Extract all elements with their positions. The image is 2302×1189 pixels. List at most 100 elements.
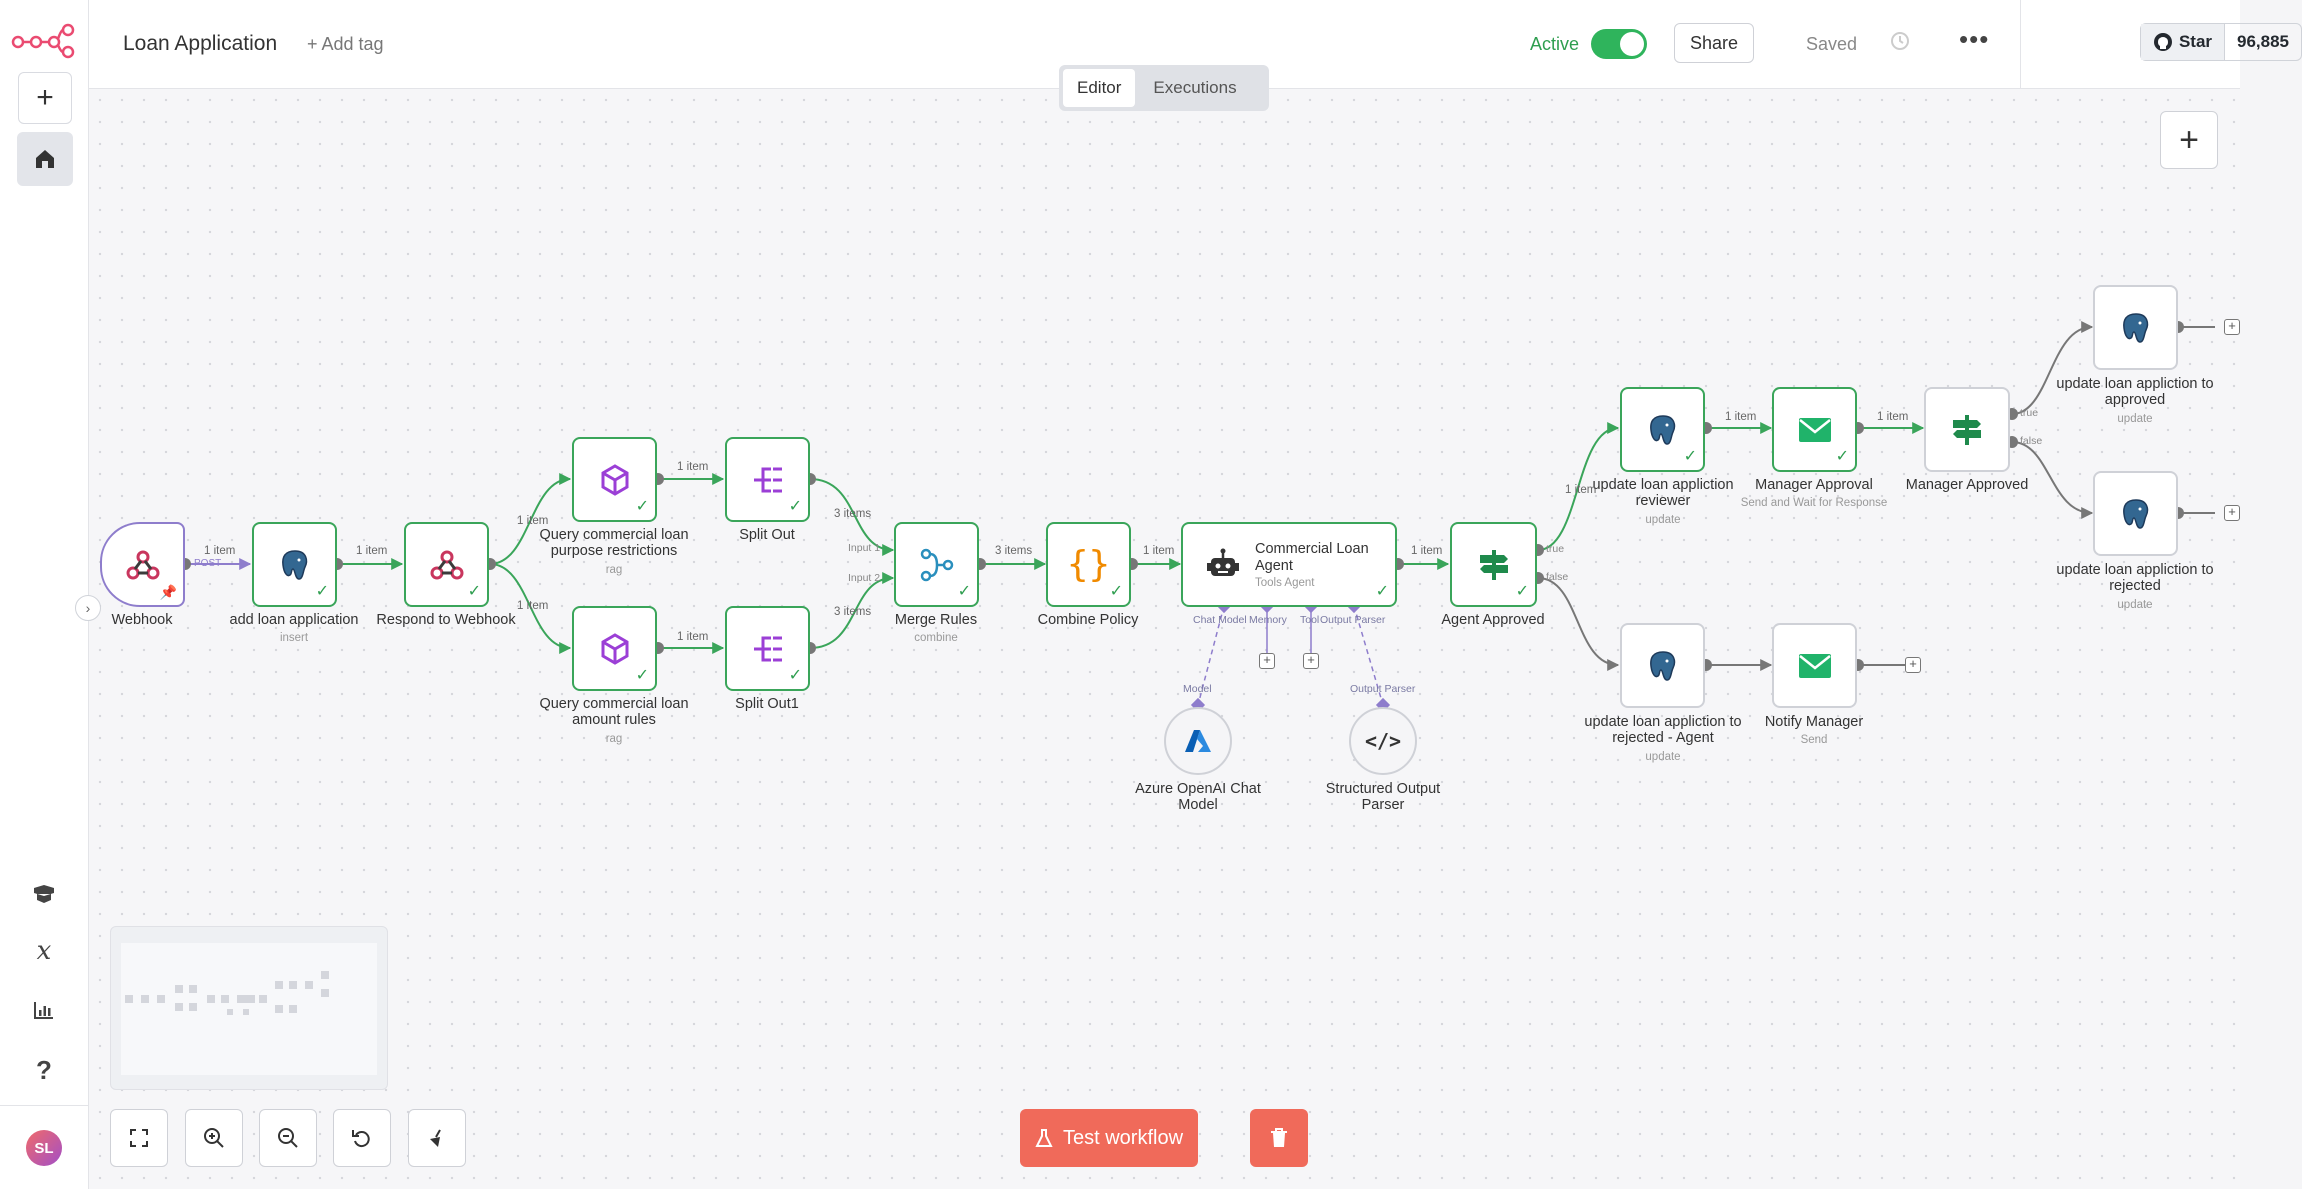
add-node-button[interactable]: + (2224, 505, 2240, 521)
code-braces-icon: {} (1066, 544, 1111, 585)
tab-editor[interactable]: Editor (1063, 69, 1136, 107)
github-star-count: 96,885 (2237, 32, 2289, 51)
node-notify-manager[interactable] (1772, 623, 1857, 708)
expand-panel-button[interactable]: › (75, 595, 101, 621)
node-webhook[interactable]: 📌 (100, 522, 185, 607)
tab-executions[interactable]: Executions (1153, 78, 1237, 97)
node-update-reviewer[interactable]: ✓ (1620, 387, 1705, 472)
node-structured-output-parser[interactable]: </> (1349, 707, 1417, 775)
node-combine-policy[interactable]: {} ✓ (1046, 522, 1131, 607)
avatar[interactable]: SL (26, 1130, 62, 1166)
reset-zoom-button[interactable] (333, 1109, 391, 1167)
mail-icon (1798, 417, 1831, 442)
agent-title: Commercial Loan Agent (1255, 540, 1369, 574)
zoom-out-button[interactable] (259, 1109, 317, 1167)
test-workflow-label: Test workflow (1062, 1126, 1184, 1149)
success-check-icon: ✓ (1375, 583, 1389, 600)
pin-icon: 📌 (159, 584, 177, 600)
clear-execution-button[interactable] (1250, 1109, 1308, 1167)
insights-icon[interactable] (24, 990, 64, 1030)
add-node-button[interactable]: + (1905, 657, 1921, 673)
node-azure-openai-chat-model[interactable] (1164, 707, 1232, 775)
edge-label: 1 item (356, 545, 388, 557)
edge-label: 1 item (677, 461, 709, 473)
node-update-rejected[interactable] (2093, 471, 2178, 556)
node-update-approved[interactable] (2093, 285, 2178, 370)
workflow-canvas[interactable] (89, 89, 2240, 1189)
n8n-logo[interactable] (11, 20, 76, 60)
node-label: Query commercial loan purpose restrictio… (539, 527, 689, 559)
home-icon (36, 150, 54, 168)
add-memory-button[interactable]: + (1259, 653, 1275, 669)
webhook-icon (126, 550, 159, 579)
broom-icon (430, 1129, 441, 1147)
success-check-icon: ✓ (1835, 448, 1849, 465)
node-agent-approved[interactable]: ✓ (1450, 522, 1537, 607)
edge-label: 3 items (834, 606, 872, 618)
edge-label: 1 item (1877, 411, 1909, 423)
node-update-rejected-agent[interactable] (1620, 623, 1705, 708)
node-commercial-loan-agent[interactable]: Commercial Loan Agent Tools Agent ✓ (1181, 522, 1397, 607)
node-label: Webhook (111, 612, 173, 628)
connections (179, 321, 2215, 713)
github-star-button[interactable]: Star 96,885 (2140, 23, 2302, 61)
test-workflow-button[interactable]: Test workflow (1020, 1109, 1198, 1167)
help-icon[interactable]: ? (36, 1054, 52, 1085)
node-label: Notify Manager (1764, 714, 1864, 730)
port-label: Model (1183, 683, 1212, 695)
port-label: Output Parser (1320, 614, 1386, 626)
port-label: false (2020, 435, 2043, 447)
merge-icon (920, 548, 953, 581)
add-node-panel-button[interactable]: + (2160, 111, 2218, 169)
active-toggle[interactable] (1591, 29, 1647, 59)
more-options-button[interactable]: ••• (1959, 24, 1990, 54)
tidy-up-button[interactable] (408, 1109, 466, 1167)
edge-label: 1 item (1565, 484, 1597, 496)
robot-icon (1207, 548, 1239, 576)
add-tag-button[interactable]: + Add tag (307, 34, 384, 54)
success-check-icon: ✓ (788, 498, 802, 515)
port-label: true (2020, 407, 2039, 419)
port-label: Tool (1300, 614, 1320, 626)
node-split-out[interactable]: ✓ (725, 437, 810, 522)
templates-icon[interactable] (24, 874, 64, 914)
postgres-icon (2122, 312, 2148, 343)
agent-subtitle: Tools Agent (1255, 576, 1315, 589)
node-query-purpose-restrictions[interactable]: ✓ (572, 437, 657, 522)
port-label: Output Parser (1350, 683, 1416, 695)
node-split-out1[interactable]: ✓ (725, 606, 810, 691)
node-label: Structured Output Parser (1325, 781, 1441, 813)
vector-store-icon (601, 463, 628, 496)
saved-status: Saved (1806, 34, 1858, 54)
workflow-title[interactable]: Loan Application (123, 32, 278, 55)
minimap[interactable] (110, 926, 388, 1090)
history-icon[interactable] (1889, 30, 1911, 58)
node-merge-rules[interactable]: ✓ (894, 522, 979, 607)
share-button[interactable]: Share (1674, 23, 1754, 63)
sidebar-divider (0, 1105, 88, 1106)
flask-icon (1035, 1129, 1053, 1147)
fit-view-button[interactable] (110, 1109, 168, 1167)
node-manager-approved[interactable] (1924, 387, 2010, 472)
node-label: Query commercial loan amount rules (539, 696, 689, 728)
azure-icon (1185, 730, 1211, 752)
add-node-button[interactable]: + (2224, 319, 2240, 335)
home-button[interactable] (17, 132, 73, 186)
zoom-in-button[interactable] (185, 1109, 243, 1167)
node-label: Azure OpenAI Chat Model (1135, 781, 1261, 813)
port-label: Memory (1249, 614, 1287, 626)
add-button[interactable]: + (18, 72, 72, 124)
port-label: true (1546, 543, 1565, 555)
github-icon (2153, 33, 2172, 51)
port-label: Input 2 (848, 572, 881, 584)
add-tool-button[interactable]: + (1303, 653, 1319, 669)
success-check-icon: ✓ (788, 667, 802, 684)
node-respond-to-webhook[interactable]: ✓ (404, 522, 489, 607)
active-label: Active (1530, 34, 1580, 54)
variables-icon[interactable]: 𝑥 (36, 936, 52, 966)
node-add-loan-application[interactable]: ✓ (252, 522, 337, 607)
node-manager-approval[interactable]: ✓ (1772, 387, 1857, 472)
if-signpost-icon (1479, 549, 1508, 580)
port-label: false (1546, 571, 1569, 583)
node-query-amount-rules[interactable]: ✓ (572, 606, 657, 691)
